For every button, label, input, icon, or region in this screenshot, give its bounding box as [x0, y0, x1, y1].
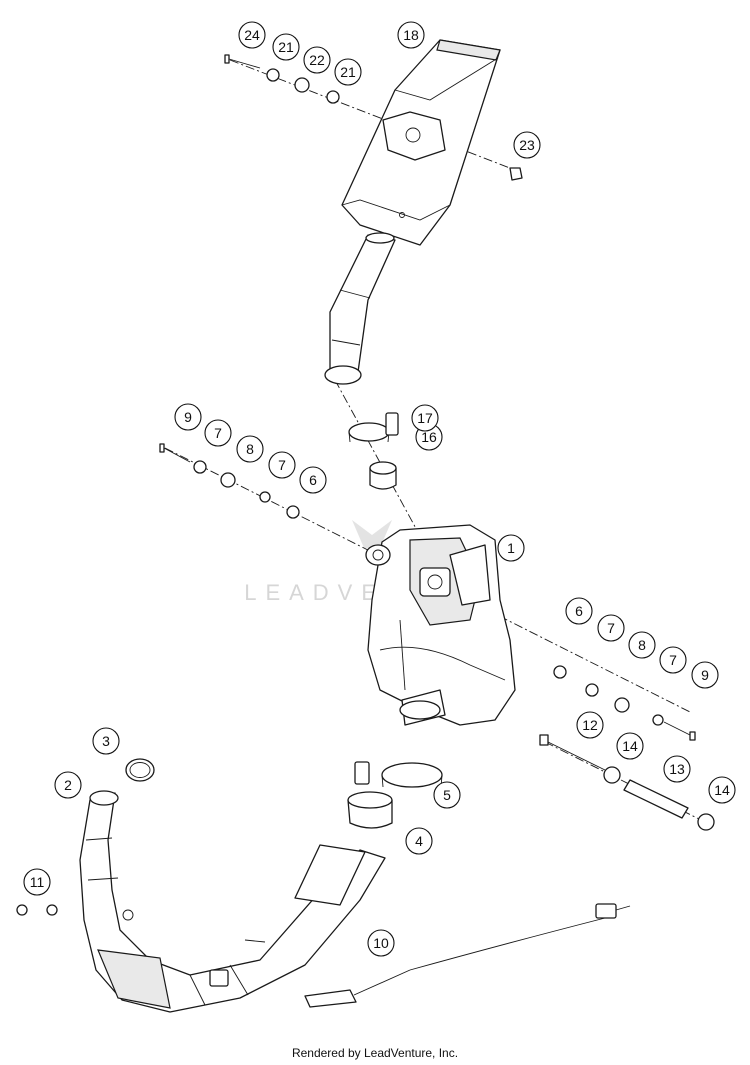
- callout-6-right[interactable]: 6: [565, 597, 593, 625]
- svg-text:4: 4: [415, 833, 423, 849]
- svg-text:17: 17: [417, 410, 433, 426]
- svg-text:14: 14: [622, 738, 638, 754]
- gasket-ring-part-3: [125, 758, 155, 782]
- svg-text:9: 9: [701, 667, 709, 683]
- callout-2[interactable]: 2: [54, 771, 82, 799]
- svg-text:21: 21: [278, 39, 294, 55]
- callout-22[interactable]: 22: [303, 46, 331, 74]
- svg-text:10: 10: [373, 935, 389, 951]
- silencer-part-18: [341, 39, 501, 246]
- svg-text:7: 7: [214, 425, 222, 441]
- svg-text:6: 6: [309, 472, 317, 488]
- callout-9-right[interactable]: 9: [691, 661, 719, 689]
- callout-9-left[interactable]: 9: [174, 403, 202, 431]
- muffler-body-part-1: [365, 524, 516, 726]
- gasket-part-4: [347, 791, 393, 829]
- callout-13[interactable]: 13: [663, 755, 691, 783]
- silencer-fasteners: [224, 54, 523, 181]
- svg-text:2: 2: [64, 777, 72, 793]
- callout-6-left[interactable]: 6: [299, 466, 327, 494]
- callout-21-a[interactable]: 21: [272, 33, 300, 61]
- callout-10[interactable]: 10: [367, 929, 395, 957]
- callout-11[interactable]: 11: [23, 868, 51, 896]
- callout-8-right[interactable]: 8: [628, 631, 656, 659]
- svg-text:21: 21: [340, 64, 356, 80]
- sleeve-part-16: [369, 461, 397, 490]
- callout-23[interactable]: 23: [513, 131, 541, 159]
- nuts-part-11: [16, 904, 58, 916]
- svg-text:23: 23: [519, 137, 535, 153]
- svg-text:5: 5: [443, 787, 451, 803]
- muffler-fasteners-left: [159, 443, 300, 519]
- callout-21-b[interactable]: 21: [334, 58, 362, 86]
- svg-text:7: 7: [278, 457, 286, 473]
- callout-7-left-a[interactable]: 7: [204, 419, 232, 447]
- svg-text:22: 22: [309, 52, 325, 68]
- callout-18[interactable]: 18: [397, 21, 425, 49]
- callout-4[interactable]: 4: [405, 827, 433, 855]
- svg-text:8: 8: [246, 441, 254, 457]
- callout-14-b[interactable]: 14: [708, 776, 736, 804]
- svg-text:14: 14: [714, 782, 730, 798]
- svg-text:9: 9: [184, 409, 192, 425]
- callout-5[interactable]: 5: [433, 781, 461, 809]
- svg-text:13: 13: [669, 761, 685, 777]
- header-pipe-part-2: [79, 790, 386, 1013]
- callouts: 1 2 3 4 5 6 6 7 7 7 7 8 8 9 9 10 11 12 1…: [23, 21, 736, 957]
- svg-text:7: 7: [607, 620, 615, 636]
- link-pipe: [324, 232, 396, 385]
- callout-17[interactable]: 17: [411, 404, 439, 432]
- callout-7-right-b[interactable]: 7: [659, 646, 687, 674]
- svg-text:18: 18: [403, 27, 419, 43]
- callout-12[interactable]: 12: [576, 711, 604, 739]
- svg-text:6: 6: [575, 603, 583, 619]
- callout-7-left-b[interactable]: 7: [268, 451, 296, 479]
- lambda-sensor-part-10: [304, 903, 631, 1008]
- clamp-part-17: [348, 412, 399, 443]
- callout-7-right-a[interactable]: 7: [597, 614, 625, 642]
- callout-8-left[interactable]: 8: [236, 435, 264, 463]
- callout-3[interactable]: 3: [92, 727, 120, 755]
- callout-14-a[interactable]: 14: [616, 732, 644, 760]
- svg-text:7: 7: [669, 652, 677, 668]
- svg-text:11: 11: [30, 874, 45, 890]
- bolt-spacer-assembly: [539, 734, 715, 831]
- svg-text:3: 3: [102, 733, 110, 749]
- svg-text:24: 24: [244, 27, 260, 43]
- exhaust-exploded-diagram: LEADVENTURE: [16, 21, 736, 1013]
- svg-text:16: 16: [421, 429, 437, 445]
- clamp-part-5: [354, 761, 443, 788]
- muffler-fasteners-right: [553, 665, 696, 741]
- svg-text:8: 8: [638, 637, 646, 653]
- footer-credit: Rendered by LeadVenture, Inc.: [291, 1046, 459, 1060]
- svg-text:12: 12: [582, 717, 598, 733]
- callout-1[interactable]: 1: [497, 534, 525, 562]
- svg-text:1: 1: [507, 540, 515, 556]
- callout-24[interactable]: 24: [238, 21, 266, 49]
